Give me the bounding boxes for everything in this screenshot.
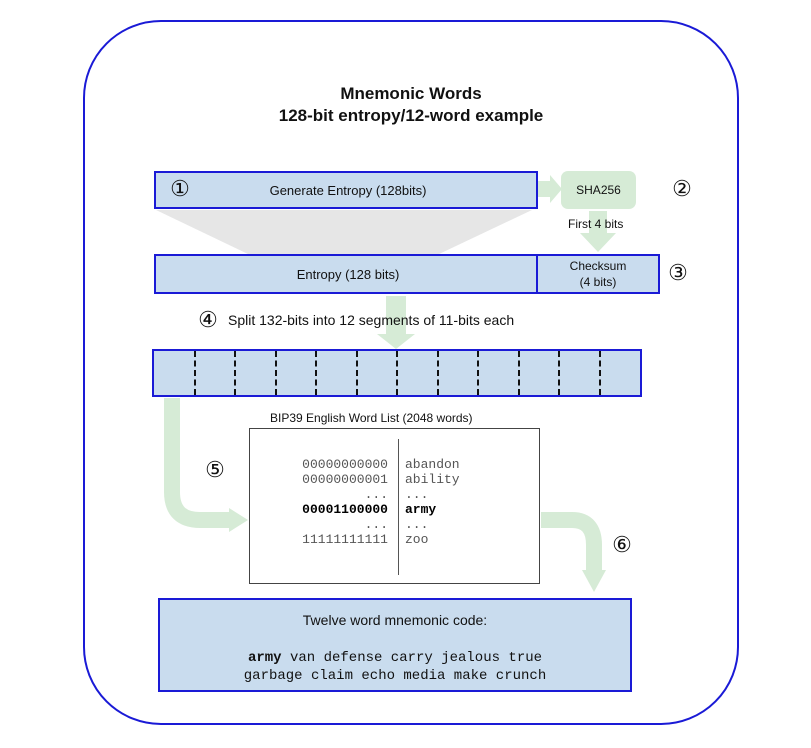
arrow-to-mnemonic-head <box>582 570 606 592</box>
wordlist-word: abandon <box>405 457 460 472</box>
mnemonic-title: Twelve word mnemonic code: <box>302 612 488 628</box>
step-4-marker: ④ <box>198 307 218 332</box>
checksum-label-1: Checksum <box>569 259 627 273</box>
segment-divider <box>477 351 479 395</box>
segment-divider <box>598 351 601 395</box>
wordlist-row: 00000000001 ability <box>250 472 539 487</box>
wordlist-row: 00000000000 abandon <box>250 457 539 472</box>
wordlist-word: zoo <box>405 532 429 547</box>
entropy-128-label: Entropy (128 bits) <box>296 267 400 282</box>
step-6-marker: ⑥ <box>612 532 632 557</box>
step-1-marker: ① <box>170 176 190 201</box>
segment-divider <box>234 351 236 395</box>
wordlist-word: ... <box>405 487 429 502</box>
wordlist-bits: ... <box>364 517 388 532</box>
segment-divider <box>558 351 560 395</box>
step-2-marker: ② <box>672 176 692 201</box>
segment-divider <box>274 351 277 395</box>
wordlist-word: ability <box>405 472 460 487</box>
funnel-shape <box>156 210 532 255</box>
mnemonic-first-word: army <box>247 650 282 666</box>
wordlist-word: ... <box>405 517 429 532</box>
wordlist-bits: 11111111111 <box>302 532 388 547</box>
generate-entropy-box: ① Generate Entropy (128bits) <box>154 171 538 209</box>
segment-divider <box>396 351 398 395</box>
segment-divider <box>315 351 317 395</box>
sha256-box: SHA256 <box>561 171 636 209</box>
arrow-to-segments <box>377 296 415 349</box>
wordlist-row: 00001100000 army <box>250 502 539 517</box>
checksum-box: Checksum (4 bits) <box>536 254 660 294</box>
diagram-frame <box>83 20 739 725</box>
split-label: Split 132-bits into 12 segments of 11-bi… <box>228 312 515 328</box>
checksum-label-2: (4 bits) <box>579 275 617 289</box>
entropy-128-box: Entropy (128 bits) <box>154 254 538 294</box>
first-4-bits-label: First 4 bits <box>568 217 624 231</box>
wordlist-bits: 00000000000 <box>302 457 388 472</box>
arrow-to-wordlist <box>164 398 231 528</box>
segments-bar <box>152 349 642 397</box>
wordlist-bits: ... <box>364 487 388 502</box>
wordlist-row: ...... <box>250 487 539 502</box>
arrow-to-wordlist-head <box>229 508 248 532</box>
wordlist-bits: 00001100000 <box>302 502 388 517</box>
segment-divider <box>436 351 439 395</box>
mnemonic-line-1: army van defense carry jealous true <box>160 650 630 666</box>
wordlist-bits: 00000000001 <box>302 472 388 487</box>
step-5-marker: ⑤ <box>205 457 225 482</box>
step-3-marker: ③ <box>668 260 688 285</box>
wordlist-rows: 00000000000 abandon 00000000001 ability....… <box>250 457 539 547</box>
title-line-1: Mnemonic Words <box>340 84 482 103</box>
sha256-label: SHA256 <box>576 183 621 197</box>
wordlist-table: 00000000000 abandon 00000000001 ability....… <box>249 428 540 584</box>
wordlist-title: BIP39 English Word List (2048 words) <box>270 411 473 425</box>
arrow-to-sha256 <box>537 175 562 203</box>
mnemonic-line-2: garbage claim echo media make crunch <box>243 668 547 684</box>
arrow-to-checksum <box>580 211 616 252</box>
wordlist-divider <box>398 439 399 575</box>
generate-entropy-label: Generate Entropy (128bits) <box>269 183 427 198</box>
arrow-to-mnemonic <box>541 512 602 572</box>
mnemonic-line-1-rest: van defense carry jealous true <box>281 650 543 666</box>
segment-divider <box>193 351 196 395</box>
wordlist-row: 11111111111 zoo <box>250 532 539 547</box>
mnemonic-box: Twelve word mnemonic code: army van defe… <box>158 598 632 692</box>
wordlist-row: ...... <box>250 517 539 532</box>
segment-divider <box>355 351 358 395</box>
segment-divider <box>517 351 520 395</box>
title-line-2: 128-bit entropy/12-word example <box>278 106 544 125</box>
wordlist-word: army <box>405 502 437 517</box>
